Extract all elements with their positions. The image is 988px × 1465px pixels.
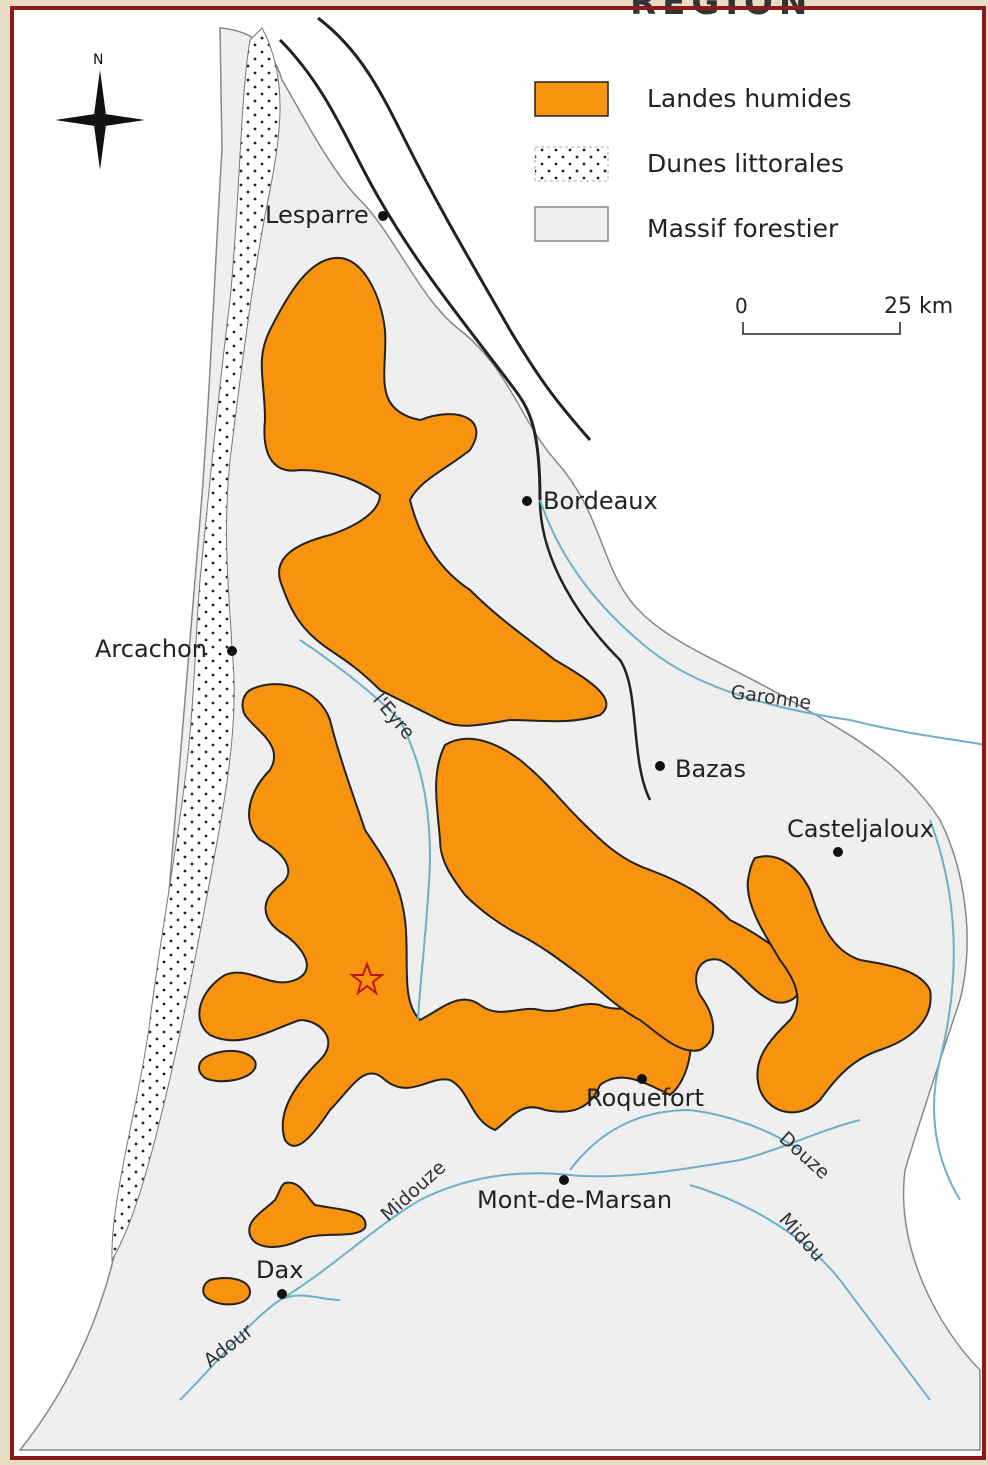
city-label-mont-de-marsan: Mont-de-Marsan <box>477 1186 672 1214</box>
scale-start-label: 0 <box>735 294 748 318</box>
legend-swatch-massif-forestier <box>534 206 609 242</box>
city-label-bordeaux: Bordeaux <box>543 487 658 515</box>
legend-label-dunes-littorales: Dunes littorales <box>647 149 844 178</box>
landes-humides-area <box>435 737 804 1052</box>
river-adour <box>179 1294 341 1401</box>
massif-forestier-area <box>18 27 981 1451</box>
city-dot-roquefort <box>637 1074 647 1084</box>
legend: Landes humides Dunes littorales Massif f… <box>534 81 852 243</box>
north-label: N <box>93 52 103 68</box>
city-label-casteljaloux: Casteljaloux <box>787 815 934 843</box>
city-label-dax: Dax <box>256 1256 303 1284</box>
legend-swatch-landes-humides <box>534 81 609 117</box>
landes-humides-area <box>746 855 932 1114</box>
gironde-coast-line <box>317 16 592 441</box>
city-label-arcachon: Arcachon <box>95 635 207 663</box>
river-leyre <box>299 639 432 1021</box>
landes-humides-area <box>198 683 692 1147</box>
city-dot-bordeaux <box>522 496 532 506</box>
city-dot-bazas <box>655 761 665 771</box>
river-douze <box>569 1108 801 1171</box>
scale-end-label: 25 km <box>884 294 953 319</box>
dunes-littorales-area <box>111 27 281 1262</box>
river-midou <box>689 1184 931 1401</box>
legend-label-massif-forestier: Massif forestier <box>647 214 839 243</box>
landes-humides-area <box>198 1050 257 1083</box>
city-dot-casteljaloux <box>833 847 843 857</box>
scale-bar: 0 25 km <box>735 294 953 335</box>
river-midouze <box>279 1119 861 1301</box>
city-label-bazas: Bazas <box>675 755 746 783</box>
landes-humides-area <box>248 1181 367 1248</box>
river-east <box>929 819 961 1201</box>
north-arrow: N <box>55 52 145 170</box>
city-dot-mont-de-marsan <box>559 1175 569 1185</box>
landes-humides-area <box>260 256 608 727</box>
legend-swatch-dunes-littorales <box>534 146 609 182</box>
river-garonne <box>539 499 986 746</box>
header-fragment: RÉGION <box>630 0 813 23</box>
city-label-roquefort: Roquefort <box>586 1084 704 1112</box>
map-frame <box>10 6 986 1460</box>
city-dot-lesparre <box>378 211 388 221</box>
city-label-lesparre: Lesparre <box>265 201 369 229</box>
city-dot-dax <box>277 1289 287 1299</box>
landes-humides-area <box>202 1277 252 1306</box>
garonne-bank-line <box>538 499 652 801</box>
gironde-inner-line <box>278 38 542 501</box>
star-marker <box>349 961 385 996</box>
legend-label-landes-humides: Landes humides <box>647 84 852 113</box>
city-dot-arcachon <box>227 646 237 656</box>
